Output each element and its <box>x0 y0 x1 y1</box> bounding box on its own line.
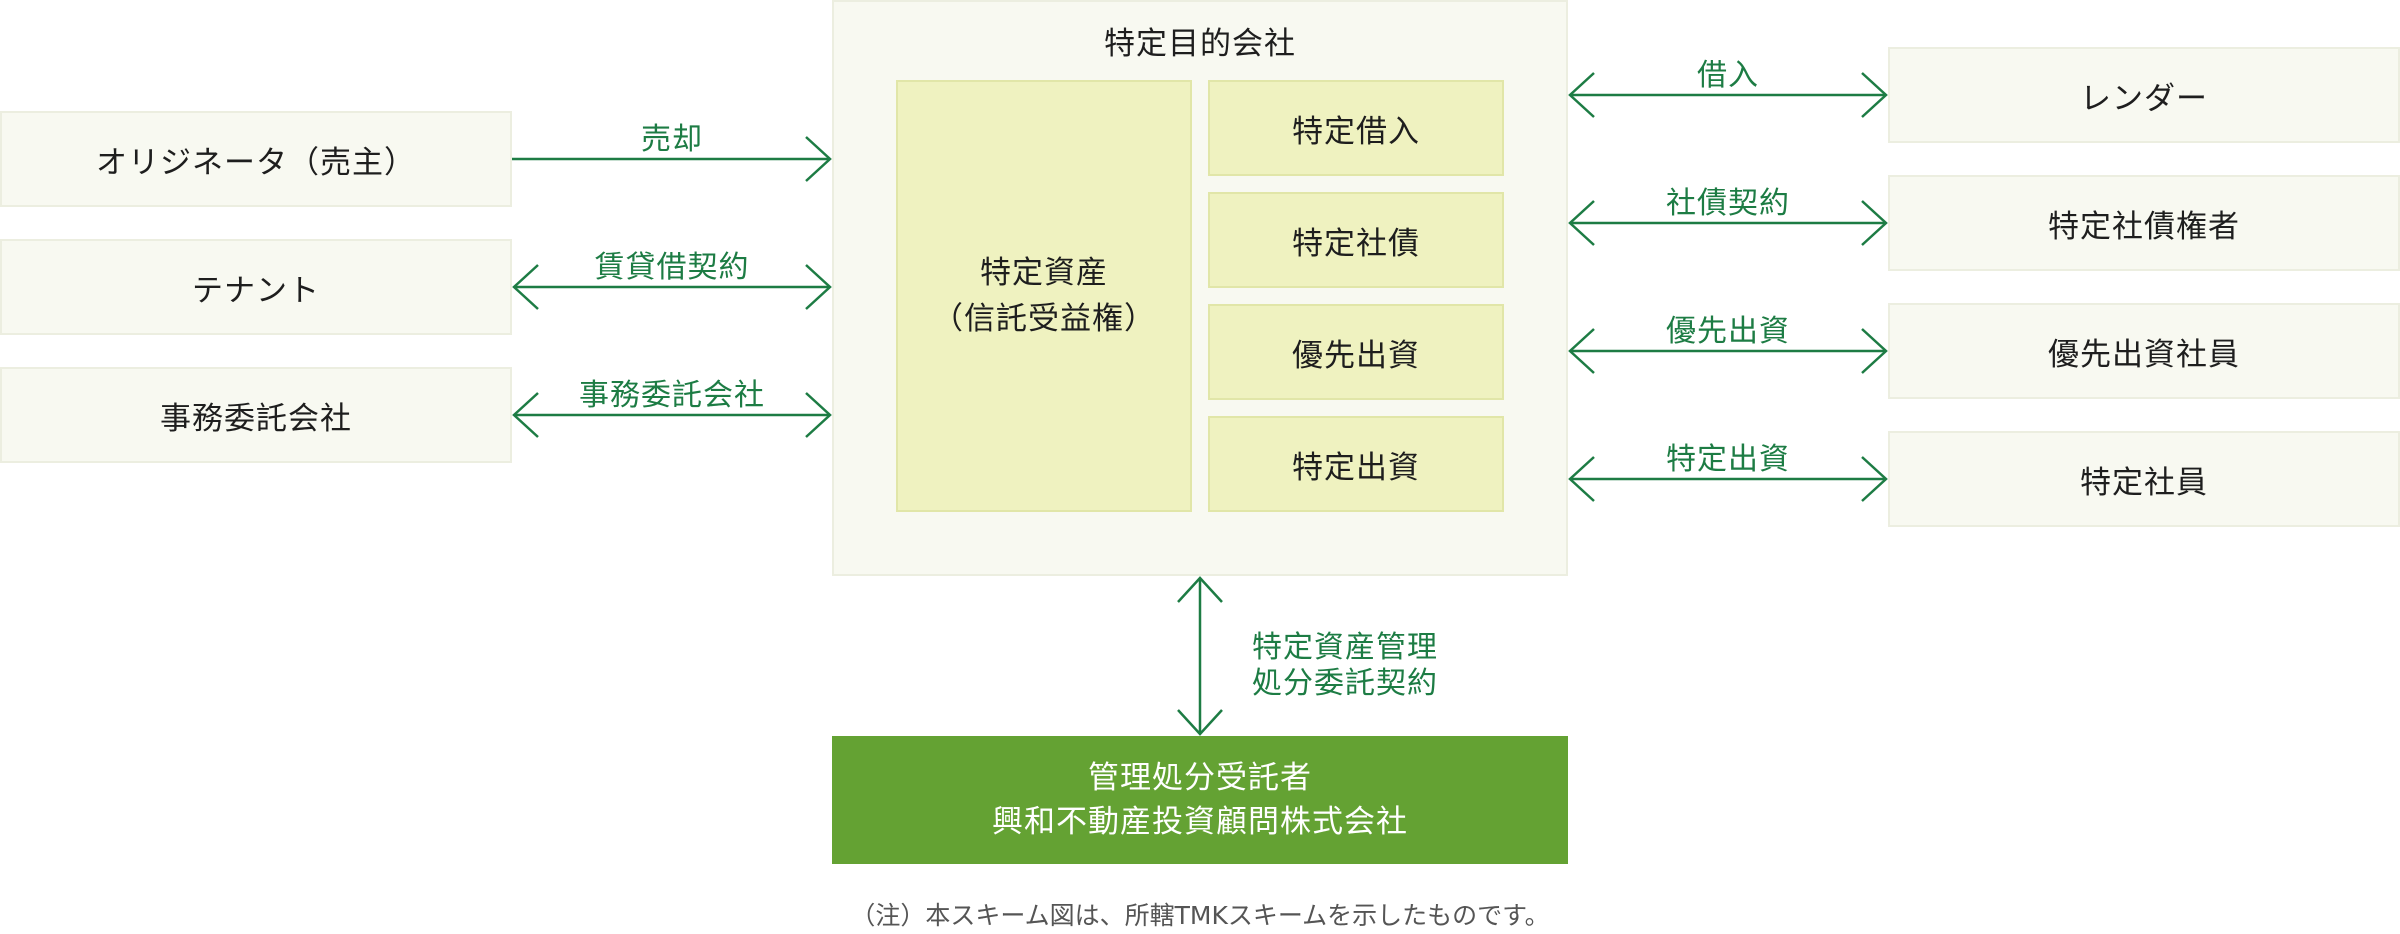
asset-manager-line1: 管理処分受託者 <box>1088 760 1312 796</box>
party-preferred-member-label: 優先出資社員 <box>2048 336 2240 373</box>
relation-manager-line2: 処分委託契約 <box>1252 666 1438 701</box>
arrow-lender <box>1568 72 1888 118</box>
relation-sale: 売却 <box>641 122 703 157</box>
party-tenant-label: テナント <box>192 272 320 309</box>
arrow-admin <box>512 392 832 438</box>
spc-item-preferred: 優先出資 <box>1208 304 1504 400</box>
relation-manager-line1: 特定資産管理 <box>1252 630 1438 665</box>
spc-item-borrowing: 特定借入 <box>1208 80 1504 176</box>
spc-asset-line2: （信託受益権） <box>932 301 1156 337</box>
relation-preferred: 優先出資 <box>1666 314 1790 349</box>
relation-bonds: 社債契約 <box>1666 186 1790 221</box>
arrow-lease <box>512 264 832 310</box>
relation-lease: 賃貸借契約 <box>594 250 750 285</box>
party-specified-member: 特定社員 <box>1888 431 2400 527</box>
party-bondholder-label: 特定社債権者 <box>2048 208 2240 245</box>
party-lender: レンダー <box>1888 47 2400 143</box>
arrow-manager <box>1177 576 1223 736</box>
relation-lender: 借入 <box>1697 58 1759 93</box>
spc-item-preferred-label: 優先出資 <box>1292 337 1420 374</box>
party-tenant: テナント <box>0 239 512 335</box>
spc-item-bonds-label: 特定社債 <box>1292 225 1420 262</box>
party-originator-label: オリジネータ（売主） <box>96 144 416 181</box>
asset-manager-line2: 興和不動産投資顧問株式会社 <box>992 804 1408 840</box>
spc-item-specified-label: 特定出資 <box>1292 449 1420 486</box>
spc-asset-line1: 特定資産 <box>980 255 1108 291</box>
relation-admin: 事務委託会社 <box>579 378 765 413</box>
asset-manager-box: 管理処分受託者 興和不動産投資顧問株式会社 <box>832 736 1568 864</box>
spc-asset-box: 特定資産 （信託受益権） <box>896 80 1192 512</box>
footnote: （注）本スキーム図は、所轄TMKスキームを示したものです。 <box>850 901 1550 930</box>
party-bondholder: 特定社債権者 <box>1888 175 2400 271</box>
party-specified-member-label: 特定社員 <box>2080 464 2208 501</box>
spc-item-bonds: 特定社債 <box>1208 192 1504 288</box>
spc-item-specified: 特定出資 <box>1208 416 1504 512</box>
arrow-sale <box>512 136 832 182</box>
party-admin-company: 事務委託会社 <box>0 367 512 463</box>
spc-title: 特定目的会社 <box>1104 26 1296 62</box>
arrow-preferred <box>1568 328 1888 374</box>
spc-item-borrowing-label: 特定借入 <box>1292 113 1420 150</box>
relation-specified: 特定出資 <box>1666 442 1790 477</box>
party-lender-label: レンダー <box>2080 80 2208 117</box>
arrow-bonds <box>1568 200 1888 246</box>
party-admin-company-label: 事務委託会社 <box>160 400 352 437</box>
party-preferred-member: 優先出資社員 <box>1888 303 2400 399</box>
party-originator: オリジネータ（売主） <box>0 111 512 207</box>
arrow-specified <box>1568 456 1888 502</box>
